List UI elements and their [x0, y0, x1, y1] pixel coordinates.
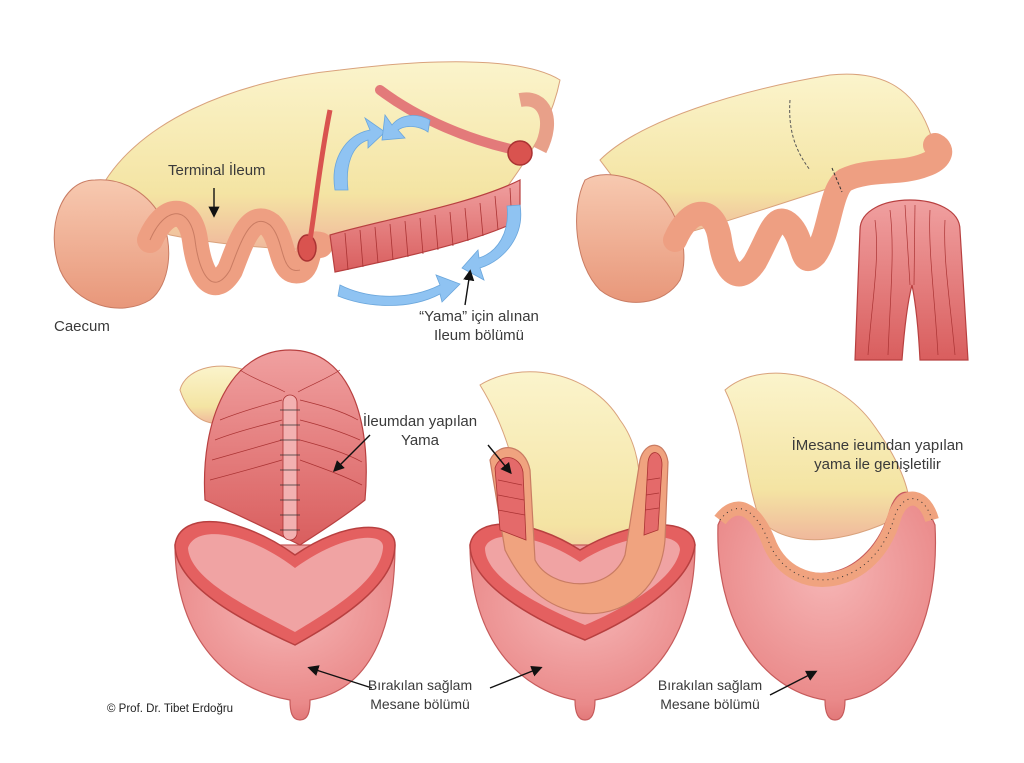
label-ileal-patch: İleumdan yapılan Yama — [350, 412, 490, 450]
pointer-ileal-patch — [333, 434, 371, 472]
ileum-anastomosed — [663, 133, 953, 287]
label-patch-segment: “Yama” için alınan Ileum bölümü — [404, 307, 554, 345]
panel-ileum-harvest — [53, 61, 561, 309]
pointer-remnant-middle — [489, 665, 543, 689]
label-augmented-line2: yama ile genişletilir — [814, 456, 941, 473]
pointer-remnant-right — [769, 670, 818, 696]
pointer-patch-segment — [463, 269, 475, 306]
label-remnant-right-line1: Bırakılan sağlam — [657, 677, 763, 693]
label-terminal-ileum: Terminal İleum — [168, 162, 266, 179]
panel-ileum-reconstituted — [576, 73, 969, 361]
label-remnant-left: Bırakılan sağlam Mesane bölümü — [350, 676, 490, 714]
label-patch-segment-line2: Ileum bölümü — [433, 327, 525, 344]
mesenteric-cut — [307, 109, 333, 241]
panel-patch-over-opened-bladder — [174, 349, 396, 721]
label-ileal-patch-line1: İleumdan yapılan — [362, 413, 478, 430]
label-augmented: İMesane ieumdan yapılan yama ile genişle… — [760, 436, 995, 474]
caecum-right — [576, 174, 685, 303]
ileum-cut-end-left — [297, 234, 317, 262]
label-remnant-left-line1: Bırakılan sağlam — [367, 677, 473, 693]
ileal-segment — [329, 179, 521, 273]
label-ileal-patch-line2: Yama — [400, 432, 440, 449]
pointer-patch-middle — [487, 444, 512, 475]
caecum-shape — [53, 179, 170, 309]
ileal-patch-middle — [489, 444, 669, 615]
detubularized-patch-top — [854, 199, 969, 361]
panel-patch-folding — [469, 371, 696, 721]
label-remnant-right-line2: Mesane bölümü — [660, 696, 760, 712]
pointer-remnant-left — [307, 665, 373, 689]
label-augmented-line1: İMesane ieumdan yapılan — [791, 437, 964, 454]
label-patch-segment-line1: “Yama” için alınan — [419, 308, 539, 325]
label-caecum: Caecum — [54, 318, 110, 335]
copyright-notice: © Prof. Dr. Tibet Erdoğru — [107, 703, 234, 715]
ileum-upper-segment — [375, 85, 520, 155]
patch-anastomosis-line — [714, 491, 939, 587]
panel-augmented-bladder — [714, 372, 939, 721]
rotation-arrows — [333, 113, 522, 306]
label-remnant-left-line2: Mesane bölümü — [370, 696, 470, 712]
label-remnant-right: Bırakılan sağlam Mesane bölümü — [640, 676, 780, 714]
ileum-cut-end-right — [507, 140, 533, 166]
